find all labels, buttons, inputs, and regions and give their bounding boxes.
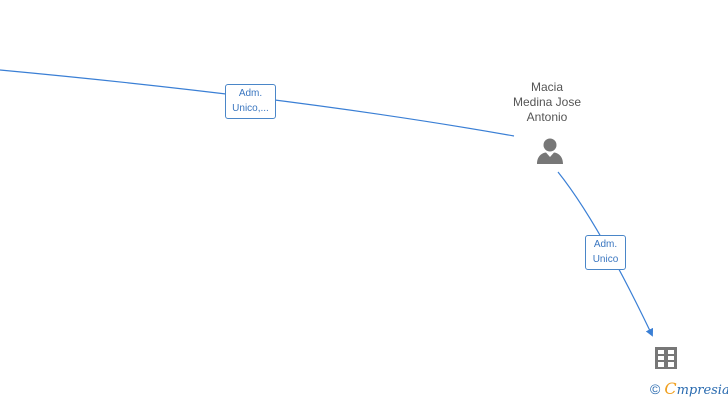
- person-name-line-3: Antonio: [526, 110, 568, 124]
- brand-initial: C: [664, 379, 677, 398]
- person-node-name[interactable]: Macia Medina Jose Antonio: [497, 80, 597, 125]
- edge-label-1-line-1: Adm.: [238, 88, 263, 99]
- person-name-line-1: Macia: [530, 80, 563, 94]
- edge-label-2-line-1: Adm.: [593, 239, 618, 250]
- edge-label-2-line-2: Unico: [592, 254, 619, 265]
- empresia-watermark: ©Cmpresia: [650, 379, 728, 398]
- edge-label-2[interactable]: Adm. Unico: [585, 235, 626, 270]
- edge-label-1-line-2: Unico,...: [232, 103, 269, 114]
- brand-name: mpresia: [676, 383, 728, 398]
- person-icon[interactable]: [535, 136, 565, 166]
- person-name-line-2: Medina Jose: [512, 95, 582, 109]
- copyright-symbol: ©: [650, 381, 661, 397]
- edge-to-person: [0, 69, 515, 137]
- edge-label-1[interactable]: Adm. Unico,...: [225, 84, 276, 119]
- building-icon[interactable]: [654, 346, 678, 370]
